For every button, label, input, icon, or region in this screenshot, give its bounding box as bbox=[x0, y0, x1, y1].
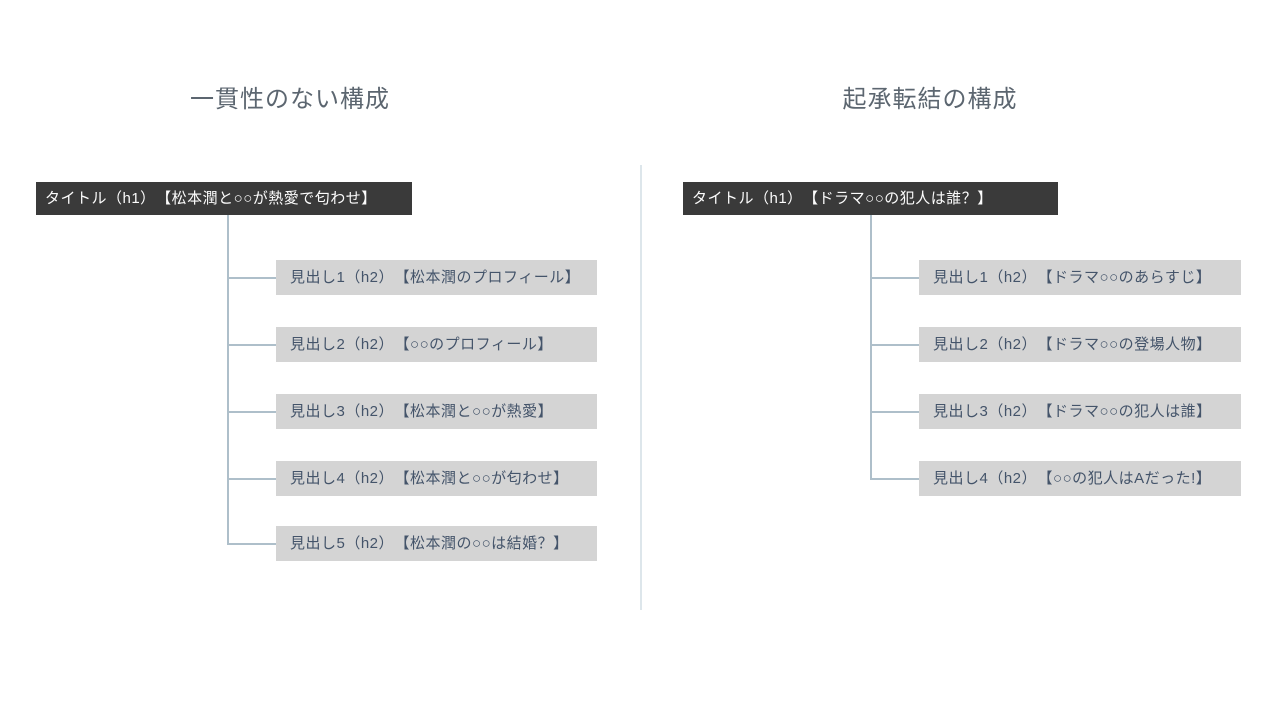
heading-h2-node: 見出し2（h2） 【○○のプロフィール】 bbox=[276, 327, 597, 362]
heading-h2-node: 見出し1（h2） 【ドラマ○○のあらすじ】 bbox=[919, 260, 1241, 295]
tree-trunk-line-right bbox=[870, 215, 872, 479]
tree-branch-line bbox=[227, 478, 276, 480]
tree-trunk-line-left bbox=[227, 215, 229, 544]
heading-h2-node: 見出し5（h2） 【松本潤の○○は結婚？】 bbox=[276, 526, 597, 561]
title-h1-node-left: タイトル（h1） 【松本潤と○○が熱愛で匂わせ】 bbox=[36, 182, 412, 215]
tree-branch-line bbox=[227, 411, 276, 413]
panel-divider-line bbox=[640, 165, 642, 610]
heading-h2-node: 見出し4（h2） 【松本潤と○○が匂わせ】 bbox=[276, 461, 597, 496]
heading-h2-node: 見出し1（h2） 【松本潤のプロフィール】 bbox=[276, 260, 597, 295]
tree-branch-line bbox=[870, 344, 919, 346]
tree-branch-line bbox=[870, 411, 919, 413]
heading-h2-node: 見出し2（h2） 【ドラマ○○の登場人物】 bbox=[919, 327, 1241, 362]
tree-branch-line bbox=[227, 277, 276, 279]
tree-branch-line bbox=[870, 478, 919, 480]
tree-branch-line bbox=[227, 543, 276, 545]
heading-h2-node: 見出し3（h2） 【ドラマ○○の犯人は誰】 bbox=[919, 394, 1241, 429]
title-h1-node-right: タイトル（h1） 【ドラマ○○の犯人は誰？】 bbox=[683, 182, 1058, 215]
section-title-inconsistent: 一貫性のない構成 bbox=[190, 86, 390, 113]
heading-h2-node: 見出し4（h2） 【○○の犯人はAだった!】 bbox=[919, 461, 1241, 496]
section-title-kishotenketsu: 起承転結の構成 bbox=[842, 86, 1018, 113]
tree-branch-line bbox=[870, 277, 919, 279]
heading-h2-node: 見出し3（h2） 【松本潤と○○が熱愛】 bbox=[276, 394, 597, 429]
tree-branch-line bbox=[227, 344, 276, 346]
